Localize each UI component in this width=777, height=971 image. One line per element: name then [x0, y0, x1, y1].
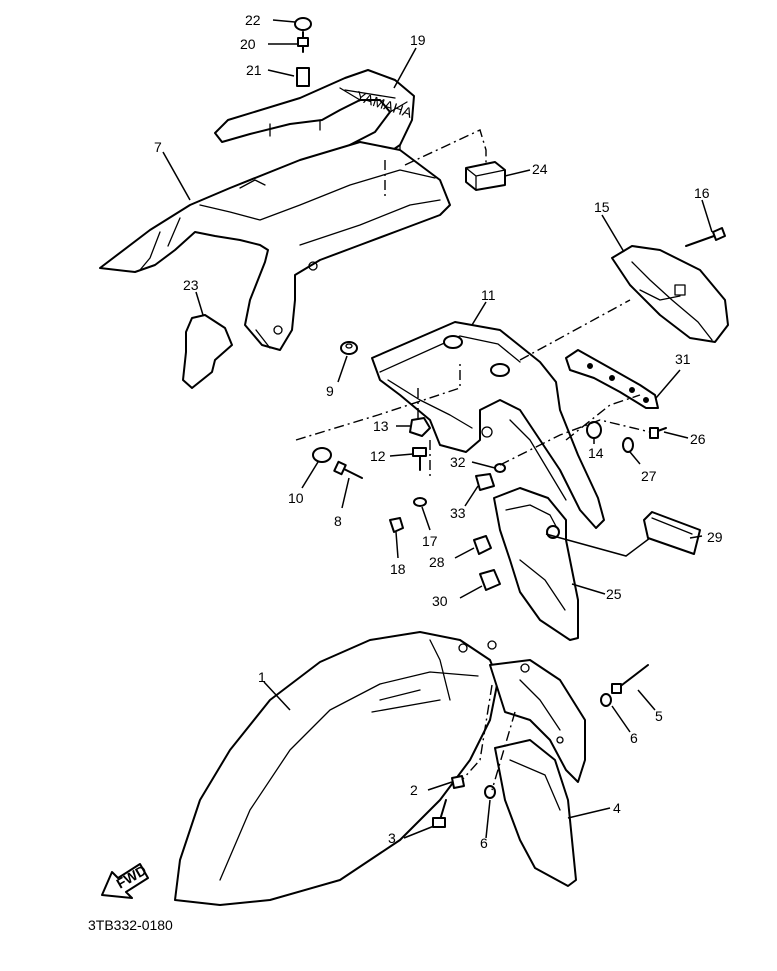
callout-27: 27: [641, 468, 657, 484]
diagram-code: 3TB332-0180: [88, 917, 173, 933]
callout-7: 7: [154, 139, 162, 155]
fender-hardware: [432, 664, 649, 828]
part-15-tail-lamp: [611, 245, 729, 343]
callout-17: 17: [422, 533, 438, 549]
part-24-block: [465, 161, 506, 191]
callout-22: 22: [245, 12, 261, 28]
callout-13: 13: [373, 418, 389, 434]
callout-21: 21: [246, 62, 262, 78]
callout-20: 20: [240, 36, 256, 52]
callout-14: 14: [588, 445, 604, 461]
callout-9: 9: [326, 383, 334, 399]
part-1-front-fender: [174, 631, 499, 906]
callout-18: 18: [390, 561, 406, 577]
callout-28: 28: [429, 554, 445, 570]
callout-5: 5: [655, 708, 663, 724]
callout-12: 12: [370, 448, 386, 464]
callout-16: 16: [694, 185, 710, 201]
part-29-reflector: [643, 511, 701, 555]
hardware: [294, 17, 667, 591]
part-16-screw: [685, 227, 726, 247]
callout-15: 15: [594, 199, 610, 215]
part-25-inner-fender: [493, 487, 579, 641]
fwd-arrow-icon: FWD: [101, 862, 149, 899]
callout-6b: 6: [480, 835, 488, 851]
callout-2: 2: [410, 782, 418, 798]
part-4-mudguard: [489, 659, 586, 887]
assembly-lines: [295, 129, 651, 791]
callout-23: 23: [183, 277, 199, 293]
callout-11: 11: [481, 287, 496, 303]
part-31-plate-bracket: [565, 349, 659, 409]
callout-26: 26: [690, 431, 706, 447]
callout-24: 24: [532, 161, 548, 177]
part-7-rear-cowl: [99, 141, 451, 351]
callout-32: 32: [450, 454, 466, 470]
callouts: 22 20 21 19 7 24 23 15 16 11 9 13 12 10 …: [154, 12, 723, 851]
callout-29: 29: [707, 529, 723, 545]
part-11-bracket: [371, 321, 605, 529]
callout-6a: 6: [630, 730, 638, 746]
callout-31: 31: [675, 351, 691, 367]
callout-10: 10: [288, 490, 304, 506]
part-23-cover: [182, 314, 233, 389]
leader-lines: [162, 19, 713, 839]
callout-1: 1: [258, 669, 266, 685]
callout-25: 25: [606, 586, 622, 602]
callout-33: 33: [450, 505, 466, 521]
callout-8: 8: [334, 513, 342, 529]
callout-30: 30: [432, 593, 448, 609]
callout-4: 4: [613, 800, 621, 816]
callout-3: 3: [388, 830, 396, 846]
callout-19: 19: [410, 32, 426, 48]
